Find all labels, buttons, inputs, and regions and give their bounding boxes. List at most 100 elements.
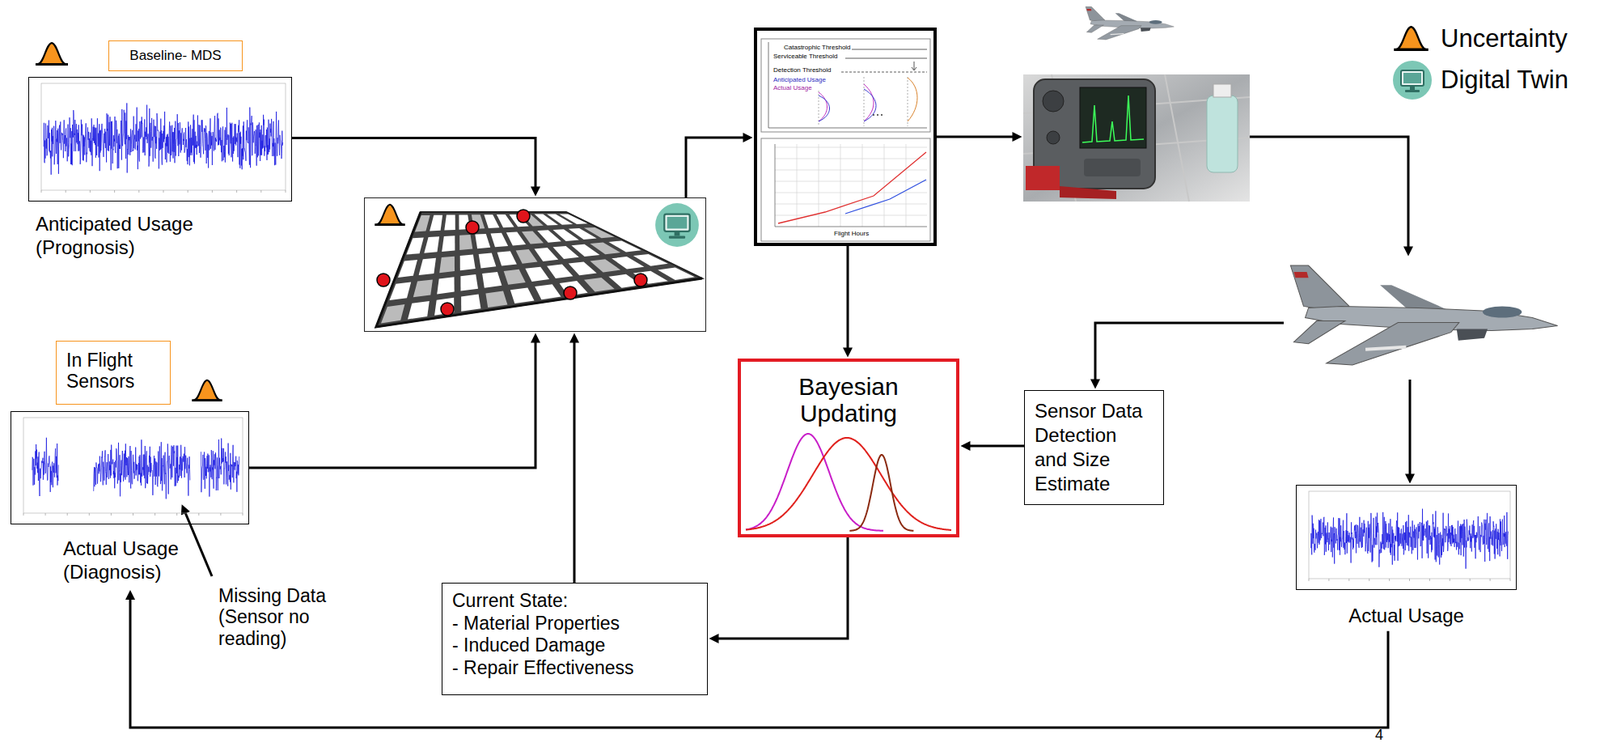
axis-tick bbox=[220, 512, 221, 516]
wing-panel bbox=[608, 240, 641, 252]
distribution-curve bbox=[849, 454, 914, 531]
plot-caption: Actual Usage bbox=[1295, 604, 1517, 628]
uncertainty-icon bbox=[35, 42, 68, 65]
connector-arrow bbox=[936, 135, 1016, 139]
axis-tick bbox=[45, 512, 47, 516]
wing-panel bbox=[534, 247, 559, 262]
chart-text: Actual Usage bbox=[772, 84, 813, 92]
box-text: - Repair Effectiveness bbox=[452, 656, 698, 680]
axis-tick bbox=[23, 512, 25, 516]
wing-panel bbox=[503, 269, 526, 285]
wing-panel bbox=[568, 261, 597, 276]
wing-panel bbox=[524, 266, 550, 282]
axis-tick bbox=[236, 190, 238, 193]
aircraft bbox=[1283, 257, 1562, 380]
box-text: - Induced Damage bbox=[452, 634, 698, 657]
plot-frame bbox=[10, 410, 250, 525]
wing-panel bbox=[482, 271, 502, 288]
axis-label: Flight Hours bbox=[833, 230, 870, 238]
axis-tick bbox=[242, 512, 244, 516]
plot-caption: Actual Usage (Diagnosis) bbox=[63, 537, 225, 585]
wing-panel bbox=[534, 283, 561, 300]
plot-frame bbox=[28, 76, 293, 202]
annotation: Missing Data (Sensor no reading) bbox=[218, 584, 340, 649]
axis-tick bbox=[110, 512, 112, 516]
wing-panel bbox=[419, 258, 436, 276]
signal-trace bbox=[32, 437, 59, 496]
plot-axes bbox=[1308, 491, 1511, 579]
wing-panel bbox=[439, 256, 455, 274]
wing-panel bbox=[584, 227, 615, 238]
chart-text: Catastrophic Threshold bbox=[783, 44, 852, 51]
source-tag: Baseline- MDS bbox=[108, 40, 243, 72]
uncertainty-icon bbox=[374, 204, 406, 225]
chart-panel bbox=[753, 27, 937, 246]
connector-arrow bbox=[846, 245, 850, 351]
axis-tick bbox=[1409, 578, 1410, 581]
legend-text: Digital Twin bbox=[1440, 66, 1569, 94]
process-box: Sensor Data Detection and Size Estimate bbox=[1024, 389, 1165, 505]
axis-tick bbox=[114, 190, 115, 193]
axis-tick bbox=[260, 190, 262, 193]
signal-trace bbox=[93, 439, 191, 499]
axis-tick bbox=[285, 190, 287, 193]
axis-tick bbox=[1469, 578, 1471, 581]
connector-arrow bbox=[1249, 136, 1409, 250]
aircraft-image bbox=[1085, 6, 1174, 40]
axis-tick bbox=[176, 512, 178, 516]
axis-tick bbox=[1489, 578, 1491, 581]
axis-tick bbox=[138, 190, 140, 193]
connector-arrow bbox=[685, 137, 746, 198]
uncertainty-icon bbox=[1393, 26, 1429, 50]
uncertainty-icon bbox=[191, 380, 223, 401]
axis-tick bbox=[88, 512, 90, 516]
axis-tick bbox=[187, 190, 189, 193]
signal-trace bbox=[43, 102, 284, 174]
axis-tick bbox=[211, 190, 213, 193]
generated-art bbox=[23, 83, 1511, 581]
axis-tick bbox=[198, 512, 199, 516]
axis-tick bbox=[154, 512, 156, 516]
wing-panel bbox=[436, 276, 455, 294]
axis-tick bbox=[65, 190, 67, 193]
sensor-dot bbox=[465, 220, 479, 234]
box-text: - Material Properties bbox=[452, 612, 698, 635]
axis-tick bbox=[1328, 578, 1330, 581]
wing-panel bbox=[434, 297, 454, 316]
wing-panel bbox=[657, 267, 695, 280]
usage-plot: Actual Usage (Diagnosis) bbox=[10, 410, 250, 585]
axis-tick bbox=[1429, 578, 1431, 581]
wing-panel bbox=[460, 254, 476, 271]
axis-tick bbox=[41, 190, 43, 193]
wing-panel bbox=[460, 274, 479, 292]
axis-tick bbox=[1348, 578, 1350, 581]
wing-panel bbox=[429, 215, 443, 232]
usage-plot: Anticipated Usage (Prognosis) bbox=[28, 76, 293, 260]
wing-panel bbox=[413, 279, 433, 297]
wing-panel bbox=[516, 249, 538, 264]
sensor-dot bbox=[376, 273, 390, 287]
axis-tick bbox=[1308, 578, 1310, 581]
connector-arrow bbox=[1409, 379, 1412, 477]
chart-text: Serviceable Threshold bbox=[772, 53, 839, 60]
aircraft-image bbox=[1290, 265, 1558, 365]
plot-frame bbox=[1295, 484, 1517, 590]
wing-panel bbox=[478, 252, 497, 268]
wing-model bbox=[364, 197, 707, 332]
sensor-dot bbox=[440, 302, 454, 316]
connector-arrow bbox=[967, 444, 1025, 448]
chart-illustration bbox=[761, 38, 931, 242]
distribution-curve bbox=[745, 437, 952, 530]
inspection-photo bbox=[1023, 74, 1250, 202]
wing-skin bbox=[376, 211, 703, 327]
connector-arrow bbox=[249, 339, 536, 468]
wing-panel bbox=[474, 233, 491, 249]
wing-edge bbox=[376, 211, 703, 327]
box-text: Sensor Data Detection and Size Estimate bbox=[1034, 398, 1154, 496]
wing-panel bbox=[423, 236, 440, 254]
wing-panel bbox=[546, 264, 573, 280]
chart-text: Detection Threshold bbox=[772, 67, 832, 74]
wing-panel bbox=[506, 232, 526, 246]
legend-text: Uncertainty bbox=[1440, 25, 1568, 53]
